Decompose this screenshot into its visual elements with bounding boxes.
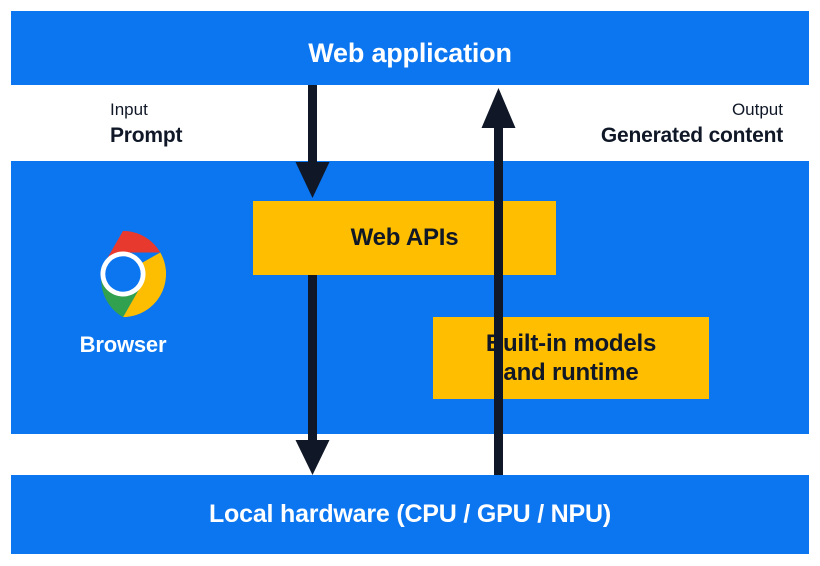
builtin-models-label: Built-in models and runtime [485, 329, 657, 386]
input-flow-label: Input Prompt [110, 100, 183, 148]
web-application-label: Web application [308, 38, 512, 68]
output-kind-label: Output [731, 100, 783, 119]
chrome-logo-icon [100, 230, 167, 318]
browser-group: Browser [52, 228, 194, 378]
web-apis-label: Web APIs [350, 224, 459, 252]
output-value-label: Generated content [600, 123, 783, 147]
local-hardware-label: Local hardware (CPU / GPU / NPU) [208, 500, 611, 528]
web-apis-box: Web APIs [253, 201, 556, 275]
input-value-label: Prompt [110, 123, 183, 147]
browser-label: Browser [79, 332, 167, 357]
builtin-models-box: Built-in models and runtime [433, 317, 709, 399]
output-flow-label: Output Generated content [601, 100, 783, 148]
band-local-hardware: Local hardware (CPU / GPU / NPU) [11, 475, 809, 554]
band-web-application: Web application [11, 11, 809, 85]
input-kind-label: Input [110, 100, 148, 119]
